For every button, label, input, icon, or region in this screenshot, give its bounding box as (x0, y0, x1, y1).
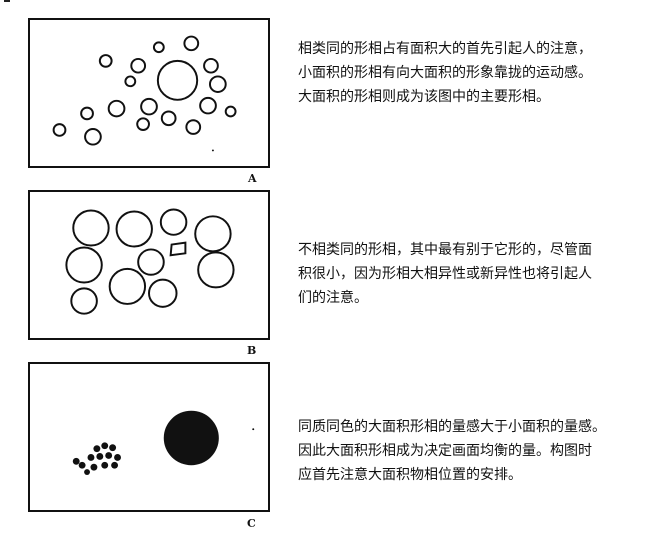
description-b: 不相类同的形相，其中最有别于它形的，尽管面 积很小，因为形相大相异性或新异性也将… (298, 238, 648, 310)
description-line: 积很小，因为形相大相异性或新异性也将引起人 (298, 266, 592, 282)
small-filled-dot (111, 461, 119, 469)
medium-circle (159, 208, 188, 236)
corner-mark (4, 0, 10, 2)
large-circle (156, 59, 199, 101)
panel-a-drawing (52, 35, 237, 152)
medium-circle (72, 209, 110, 247)
small-circle (130, 57, 147, 74)
medium-circle (115, 210, 153, 248)
small-circle (183, 35, 200, 52)
small-filled-dot (72, 457, 80, 465)
small-circle (224, 105, 237, 118)
medium-circle (65, 246, 103, 284)
description-line: 应首先注意大面积物相位置的安排。 (298, 467, 522, 483)
ink-dot (211, 149, 214, 152)
small-circle (203, 57, 219, 74)
small-circle (185, 119, 202, 135)
odd-shape (169, 241, 187, 257)
small-filled-dot (114, 454, 121, 461)
panel-label-c: C (247, 517, 256, 530)
description-line: 同质同色的大面积形相的量感大于小面积的量感。 (298, 419, 606, 435)
panel-c-drawing (72, 410, 255, 475)
description-a: 相类同的形相占有面积大的首先引起人的注意， 小面积的形相有向大面积的形象靠拢的运… (298, 37, 648, 109)
description-line: 小面积的形相有向大面积的形象靠拢的运动感。 (298, 65, 592, 81)
small-circle (208, 75, 227, 94)
small-circle (84, 128, 102, 146)
small-filled-dot (105, 452, 113, 459)
description-line: 不相类同的形相，其中最有别于它形的，尽管面 (298, 242, 592, 258)
small-filled-dot (101, 461, 109, 469)
medium-circle (108, 267, 147, 305)
figure-panel-a (28, 18, 270, 168)
description-line: 大面积的形相则成为该图中的主要形相。 (298, 89, 550, 105)
small-filled-dot (78, 461, 86, 469)
small-circle (140, 97, 158, 116)
small-circle (107, 99, 126, 118)
small-circle (98, 54, 113, 68)
small-filled-dot (101, 442, 109, 450)
medium-circle (70, 287, 98, 315)
small-filled-dot (96, 453, 104, 460)
medium-circle (194, 215, 232, 253)
small-circle (160, 110, 177, 127)
small-filled-dot (93, 445, 101, 453)
small-filled-dot (87, 454, 95, 461)
small-filled-dot (84, 469, 90, 475)
description-line: 相类同的形相占有面积大的首先引起人的注意， (298, 41, 592, 57)
small-filled-dot (109, 444, 117, 452)
panel-label-b: B (247, 344, 257, 357)
description-line: 因此大面积形相成为决定画面均衡的量。构图时 (298, 443, 592, 459)
large-filled-circle (163, 410, 219, 466)
description-c: 同质同色的大面积形相的量感大于小面积的量感。 因此大面积形相成为决定画面均衡的量… (298, 415, 648, 487)
figure-panel-c (28, 362, 270, 512)
ink-dot (252, 428, 255, 431)
description-line: 们的注意。 (298, 290, 368, 306)
small-circle (152, 41, 165, 54)
medium-circle (197, 251, 235, 289)
medium-circle (137, 248, 165, 276)
small-circle (52, 123, 67, 137)
small-circle (124, 75, 137, 88)
small-circle (80, 106, 94, 121)
panel-label-a: A (248, 172, 257, 185)
small-circle (199, 96, 217, 115)
figure-panel-b (28, 190, 270, 340)
small-filled-dot (90, 463, 98, 471)
medium-circle (148, 278, 178, 308)
small-circle (136, 117, 150, 131)
panel-b-drawing (65, 208, 235, 315)
